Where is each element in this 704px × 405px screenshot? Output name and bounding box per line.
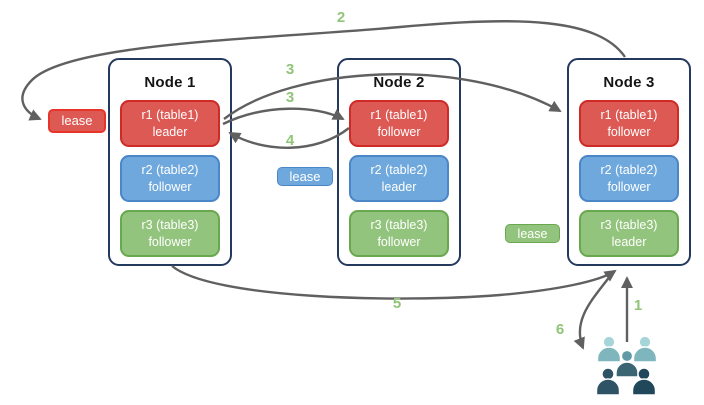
node-2-range-r2: r2 (table2) leader [349, 155, 449, 202]
range-name: r2 (table2) [370, 163, 428, 178]
range-role: leader [152, 124, 188, 139]
node-3: Node 3 r1 (table1) follower r2 (table2) … [567, 58, 691, 266]
node-3-range-r3: r3 (table3) leader [579, 210, 679, 257]
arrow-step5-node1-to-node3 [171, 265, 617, 300]
step-label-3b: 3 [285, 89, 295, 106]
node-1-range-r1: r1 (table1) leader [120, 100, 220, 147]
range-role: follower [607, 124, 651, 139]
range-role: follower [377, 124, 421, 139]
step-label-4: 4 [285, 132, 295, 149]
node-2-title: Node 2 [373, 74, 425, 91]
range-name: r1 (table1) [600, 108, 658, 123]
user-bottom-right [631, 367, 657, 396]
range-name: r2 (table2) [141, 163, 199, 178]
arrow-step6-node3-to-users [573, 271, 614, 350]
range-role: leader [611, 234, 647, 249]
step-label-5: 5 [392, 295, 402, 312]
step-label-3a: 3 [285, 61, 295, 78]
node-2-range-r1: r1 (table1) follower [349, 100, 449, 147]
step-label-2: 2 [336, 9, 346, 26]
range-role: leader [381, 179, 417, 194]
node-1-range-r3: r3 (table3) follower [120, 210, 220, 257]
range-role: follower [607, 179, 651, 194]
user-top-right [632, 335, 658, 363]
range-role: follower [148, 179, 192, 194]
arrow-step3-leader-to-node2 [222, 107, 345, 126]
range-role: follower [148, 234, 192, 249]
node-1-range-r2: r2 (table2) follower [120, 155, 220, 202]
range-name: r3 (table3) [600, 218, 658, 233]
range-name: r2 (table2) [600, 163, 658, 178]
lease-badge-r3: lease [505, 224, 560, 243]
users-icon [595, 335, 658, 396]
range-name: r1 (table1) [141, 108, 199, 123]
node-3-range-r2: r2 (table2) follower [579, 155, 679, 202]
range-name: r3 (table3) [370, 218, 428, 233]
node-2: Node 2 r1 (table1) follower r2 (table2) … [337, 58, 461, 266]
step-label-1: 1 [633, 297, 643, 314]
user-middle [615, 349, 639, 378]
node-1-title: Node 1 [144, 74, 196, 91]
lease-badge-r2: lease [277, 167, 333, 186]
range-name: r3 (table3) [141, 218, 199, 233]
user-top-left [596, 335, 622, 363]
node-2-range-r3: r3 (table3) follower [349, 210, 449, 257]
lease-badge-r1: lease [48, 109, 106, 133]
range-name: r1 (table1) [370, 108, 428, 123]
node-1: Node 1 r1 (table1) leader r2 (table2) fo… [108, 58, 232, 266]
range-role: follower [377, 234, 421, 249]
node-3-title: Node 3 [603, 74, 655, 91]
user-bottom-left [595, 367, 621, 396]
step-label-6: 6 [555, 321, 565, 338]
node-3-range-r1: r1 (table1) follower [579, 100, 679, 147]
